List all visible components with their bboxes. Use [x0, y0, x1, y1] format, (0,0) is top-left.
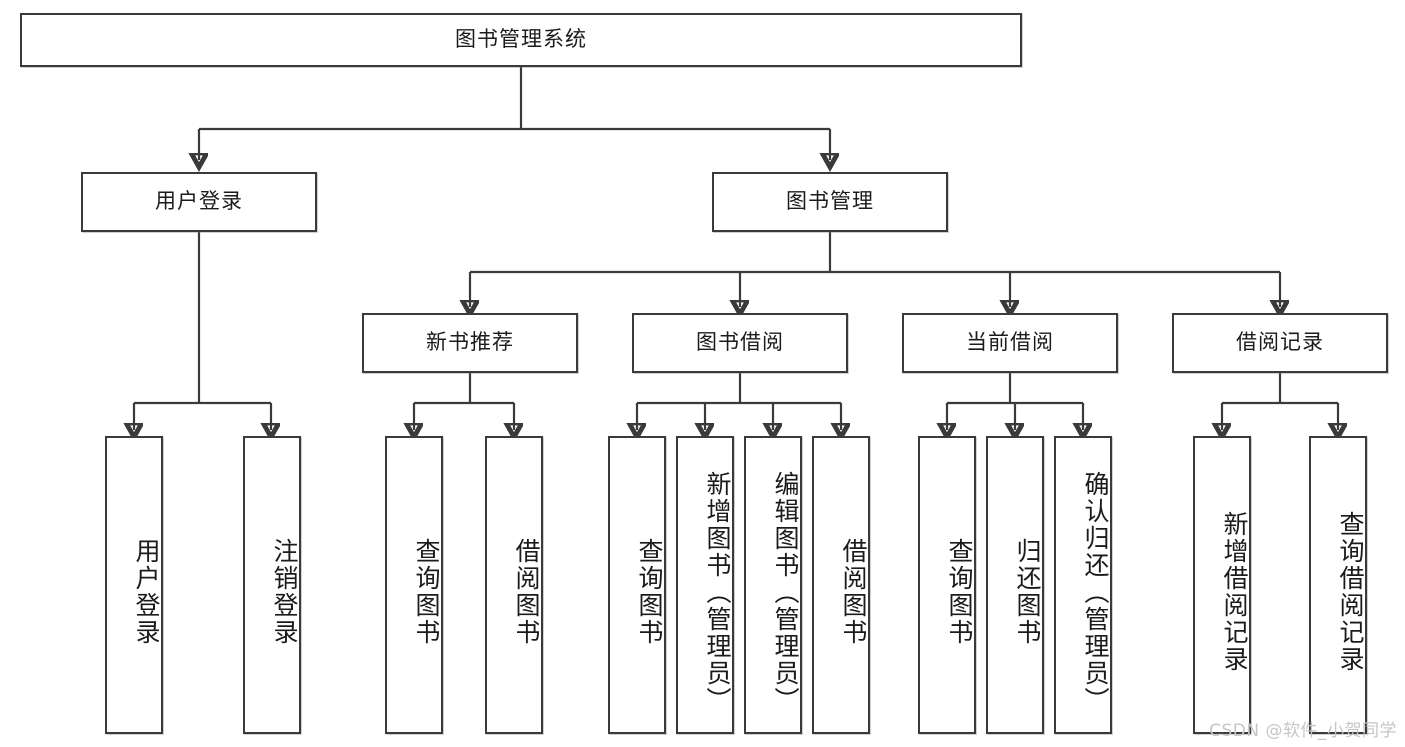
- node-current-borrow[interactable]: 当前借阅: [902, 313, 1118, 373]
- leaf-record-query-borrow-record[interactable]: 查询借阅记录: [1309, 436, 1367, 734]
- leaf-borrow-query-book[interactable]: 查询图书: [608, 436, 666, 734]
- leaf-borrow-borrow-book[interactable]: 借阅图书: [812, 436, 870, 734]
- leaf-current-return-book[interactable]: 归还图书: [986, 436, 1044, 734]
- node-book-borrow[interactable]: 图书借阅: [632, 313, 848, 373]
- watermark: CSDN @软件_小贺同学: [1209, 721, 1397, 741]
- leaf-borrow-add-book-admin[interactable]: 新增图书（管理员）: [676, 436, 734, 734]
- node-book-management[interactable]: 图书管理: [712, 172, 948, 232]
- node-borrow-record[interactable]: 借阅记录: [1172, 313, 1388, 373]
- leaf-borrow-edit-book-admin[interactable]: 编辑图书（管理员）: [744, 436, 802, 734]
- node-new-book-recommend[interactable]: 新书推荐: [362, 313, 578, 373]
- leaf-record-add-borrow-record[interactable]: 新增借阅记录: [1193, 436, 1251, 734]
- node-root-system[interactable]: 图书管理系统: [20, 13, 1022, 67]
- leaf-user-login[interactable]: 用户登录: [105, 436, 163, 734]
- leaf-current-query-book[interactable]: 查询图书: [918, 436, 976, 734]
- node-user-login[interactable]: 用户登录: [81, 172, 317, 232]
- leaf-user-logout[interactable]: 注销登录: [243, 436, 301, 734]
- leaf-recommend-query-book[interactable]: 查询图书: [385, 436, 443, 734]
- leaf-current-confirm-return-admin[interactable]: 确认归还（管理员）: [1054, 436, 1112, 734]
- leaf-recommend-borrow-book[interactable]: 借阅图书: [485, 436, 543, 734]
